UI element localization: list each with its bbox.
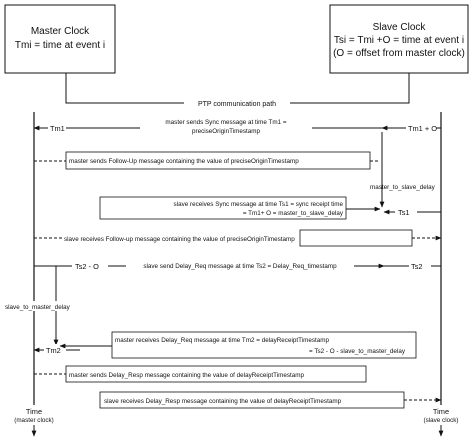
time-master-label: Time: [26, 407, 42, 416]
ts1-label-bg: [395, 206, 417, 216]
sync-receive-line2: = Tm1+ O = master_to_slave_delay: [243, 210, 344, 217]
slave-clock-box: [329, 4, 469, 74]
time-master-clock-label: (master clock): [14, 417, 54, 424]
m2s-delay-label: master_to_slave_delay: [370, 184, 436, 191]
ts2-o-label-bg: [72, 260, 108, 270]
ts2-label: Ts2: [411, 262, 423, 271]
ptp-path-label: PTP communication path: [198, 101, 276, 108]
master-clock-title: Master Clock: [31, 26, 90, 37]
master-clock-box: [4, 4, 116, 74]
followup-send-label: master sends Follow-Up message containin…: [69, 158, 299, 165]
sync-message-line2: preciseOriginTimestamp: [192, 128, 260, 135]
sync-receive-box: [99, 196, 347, 220]
delay-resp-receive-box: [99, 391, 405, 409]
sync-message-line1: master sends Sync message at time Tm1 =: [165, 119, 286, 126]
delay-resp-send-box: [65, 365, 367, 383]
slave-clock-definition: Tsi = Tmi +O = time at event i: [334, 35, 464, 46]
master-clock-definition: Tmi = time at event i: [15, 40, 105, 51]
time-slave-clock-label: (slave clock): [424, 417, 459, 424]
s2m-delay-label: slave_to_master_delay: [5, 304, 71, 311]
ts1-label: Ts1: [398, 208, 410, 217]
followup-receive-box: [299, 229, 413, 247]
ptp-path-label-bg: [184, 98, 290, 108]
ts2-o-label: Ts2 - O: [75, 262, 99, 271]
ts2-label-bg: [409, 260, 431, 270]
tm1-o-label-bg: [406, 122, 440, 132]
delay-resp-receive-label: slave receives Delay_Resp message contai…: [104, 398, 342, 405]
slave-clock-title: Slave Clock: [373, 22, 427, 33]
delay-req-receive-line1: master receives Delay_Req message at tim…: [115, 337, 330, 344]
delay-req-label: slave send Delay_Req message at time Ts2…: [143, 263, 337, 270]
delay-req-receive-box: [111, 331, 417, 359]
delay-resp-send-label: master sends Delay_Resp message containi…: [69, 372, 304, 379]
sync-message-label-bg: [140, 116, 312, 138]
sync-receive-line1: slave receives Sync message at time Ts1 …: [174, 201, 344, 208]
time-slave-label: Time: [433, 407, 449, 416]
slave-clock-offset-note: (O = offset from master clock): [333, 48, 465, 59]
tm1-left-label: Tm1: [50, 124, 65, 133]
tm2-label: Tm2: [46, 346, 61, 355]
tm1-o-label: Tm1 + O: [408, 124, 437, 133]
delay-req-label-bg: [126, 260, 354, 270]
s2m-delay-label-bg: [4, 301, 84, 311]
followup-receive-label: slave receives Follow-up message contain…: [64, 236, 295, 243]
delay-req-receive-line2: = Ts2 - O - slave_to_master_delay: [309, 348, 406, 355]
tm2-label-bg: [44, 344, 66, 354]
